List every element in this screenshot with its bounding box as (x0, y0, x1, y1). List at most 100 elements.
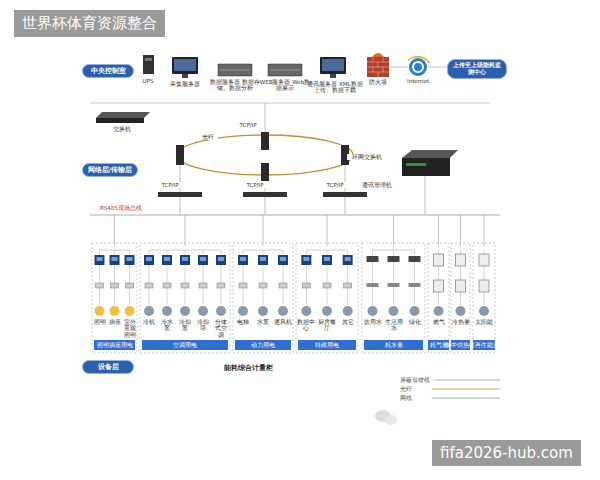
device-label: 水泵 (254, 319, 273, 325)
layer-pill: 设备层 (82, 360, 134, 374)
water-meter (388, 256, 400, 262)
category-box: 集中供热/冷 (451, 340, 470, 350)
load-icon (95, 306, 105, 316)
node-text: 照明插座用电 (97, 342, 133, 349)
group-frame (140, 243, 230, 353)
load-icon (180, 306, 190, 316)
load-icon (434, 306, 444, 316)
meter (434, 280, 444, 292)
meter (434, 254, 444, 266)
device-label: TCP/IP (242, 182, 268, 188)
watermark: fifa2026-hub.com (432, 440, 581, 466)
device-label: 能耗综合计量柜 (218, 365, 278, 372)
group-frame (296, 243, 358, 353)
meter (456, 254, 466, 266)
tcp-switch-bars (158, 192, 367, 197)
meter (456, 280, 466, 292)
meter-screen (280, 257, 286, 261)
firewall-icon (367, 53, 389, 77)
watermark: 世界杯体育资源整合 (14, 10, 165, 37)
breaker (111, 283, 119, 288)
bus-label: RS485现场总线 (100, 205, 142, 211)
device-label: 电梯 (234, 319, 253, 325)
meter-screen (200, 257, 206, 261)
layer-pill: 中央控制室 (82, 64, 134, 78)
device-label: 室外景观照明 (123, 319, 137, 338)
device-label: 环网交换机 (347, 154, 387, 160)
device-label: Internet (401, 78, 435, 84)
power-meter (125, 255, 135, 265)
breaker (344, 283, 352, 288)
power-meter (216, 255, 226, 265)
device-label: 饮用水 (363, 319, 383, 325)
layer-pill: 网络层/传输层 (82, 163, 138, 177)
legend-sample (432, 398, 500, 399)
power-meter (162, 255, 172, 265)
pipe (388, 283, 400, 287)
group-frame (92, 243, 137, 353)
breaker (302, 283, 310, 288)
breaker (323, 283, 331, 288)
ups-icon (143, 55, 154, 74)
category-box: 可再生能源 (473, 340, 495, 350)
wechat-icon (375, 410, 397, 425)
meter (479, 254, 489, 266)
category-box: 空调用电 (142, 340, 228, 350)
load-icon (410, 306, 420, 316)
breaker (199, 283, 207, 288)
device-label: 光纤 (198, 134, 218, 140)
node-text: 空调用电 (173, 342, 197, 349)
breaker (145, 283, 153, 288)
node-text: 耗水量 (385, 342, 403, 349)
breaker (96, 283, 104, 288)
device-label: 通风机 (274, 319, 293, 325)
load-icon (216, 306, 226, 316)
power-meter (110, 255, 120, 265)
internet-icon (408, 57, 430, 76)
meter-screen (324, 257, 330, 261)
power-meter (258, 255, 268, 265)
power-meter (180, 255, 190, 265)
device-label: 厨房餐厅 (317, 319, 337, 332)
bus-drop (484, 215, 485, 246)
meter-screen (260, 257, 266, 261)
bus-drop (460, 215, 461, 246)
load-icon (110, 306, 120, 316)
meter-screen (112, 257, 118, 261)
group-frame (428, 243, 449, 353)
water-meter (367, 256, 379, 262)
power-meter (322, 255, 332, 265)
node-text: 设备层 (98, 363, 119, 372)
load-icon (162, 306, 172, 316)
server-icon (218, 64, 252, 76)
device-label: WEB服务器 Web数据展示 (259, 79, 311, 92)
pipe (367, 283, 379, 287)
meter-screen (218, 257, 224, 261)
device-label: 交换机 (102, 126, 142, 132)
switch-icon (96, 112, 150, 123)
power-meter (95, 255, 105, 265)
device-label: TCP/IP (157, 182, 183, 188)
bus-drop (114, 215, 115, 246)
meter-screen (97, 257, 103, 261)
device-label: 冷却泵 (177, 319, 194, 332)
load-icon (389, 306, 399, 316)
power-meter (144, 255, 154, 265)
power-meter (198, 255, 208, 265)
device-label: 冷热量 (452, 319, 470, 325)
group-frame (451, 243, 470, 353)
meter-screen (303, 257, 309, 261)
meter-screen (345, 257, 351, 261)
load-icon (479, 306, 489, 316)
load-icon (343, 306, 353, 316)
bus-drop (438, 215, 439, 246)
device-label: 生活用水 (384, 319, 404, 332)
category-box: 耗水量 (364, 340, 423, 350)
legend-sample (432, 389, 500, 390)
device-label: 绿化 (405, 319, 425, 325)
bus-drop (327, 215, 328, 246)
pc-icon (172, 57, 198, 78)
ring-switch-icons (176, 132, 349, 181)
power-meter (278, 255, 288, 265)
